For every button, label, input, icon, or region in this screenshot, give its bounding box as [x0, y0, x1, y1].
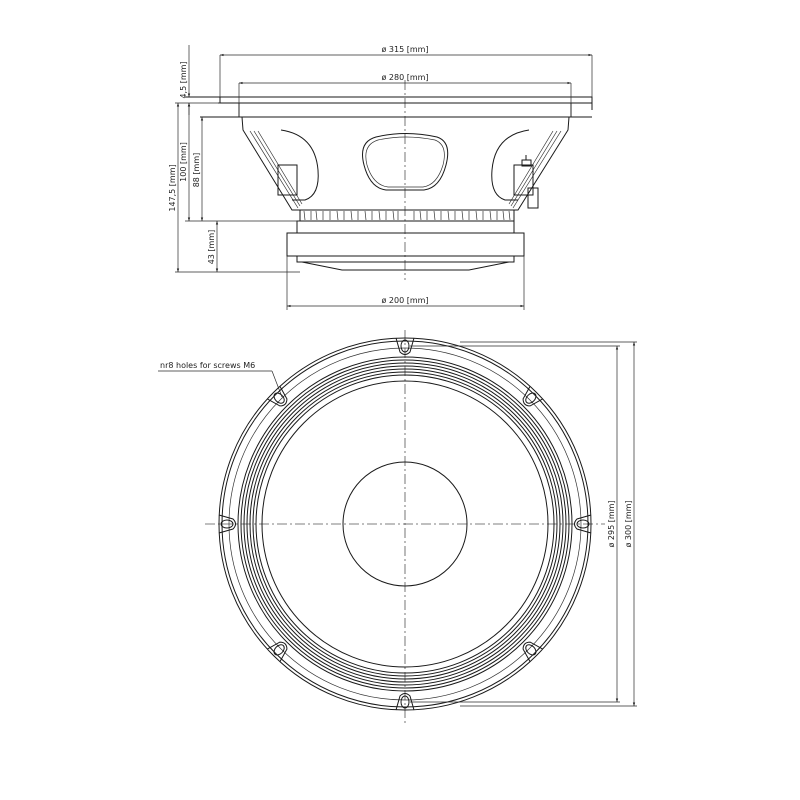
holes-callout: nr8 holes for screws M6 — [158, 361, 283, 398]
mounting-hole-icon — [395, 693, 415, 711]
dimension-magnet-43: 43 [mm] — [207, 221, 219, 272]
dimension-flange-315: ø 315 [mm] — [219, 45, 593, 97]
holes-callout-label: nr8 holes for screws M6 — [160, 361, 255, 370]
flange — [185, 96, 593, 118]
dim-label-300: ø 300 [mm] — [624, 500, 633, 547]
basket — [241, 116, 570, 211]
terminal-icon — [521, 155, 539, 209]
dim-label-295: ø 295 [mm] — [607, 500, 616, 547]
dim-label-88: 88 [mm] — [192, 153, 201, 188]
magnet — [286, 220, 525, 271]
mounting-hole-icon — [574, 514, 592, 534]
dimension-basket-100: 100 [mm] — [179, 103, 300, 222]
dimension-total-depth: 147,5 [mm] — [168, 102, 300, 273]
dim-label-43: 43 [mm] — [207, 230, 216, 265]
cooling-fins — [299, 209, 515, 222]
dimension-magnet-200: ø 200 [mm] — [286, 256, 525, 310]
mounting-hole-icon — [522, 385, 544, 407]
dim-label-280: ø 280 [mm] — [381, 73, 428, 82]
dim-label-200: ø 200 [mm] — [381, 296, 428, 305]
front-view: nr8 holes for screws M6 ø 295 [mm] ø 300… — [158, 330, 637, 725]
dim-label-315: ø 315 [mm] — [381, 45, 428, 54]
mounting-hole-icon — [266, 641, 288, 663]
dim-label-4-5: 4,5 [mm] — [179, 61, 188, 98]
mounting-holes — [218, 337, 592, 711]
frame-rings — [218, 337, 592, 711]
dim-label-147-5: 147,5 [mm] — [168, 164, 177, 211]
dim-label-100: 100 [mm] — [179, 142, 188, 182]
side-view: ø 315 [mm] ø 280 [mm] ø 200 [mm] 4,5 [mm… — [168, 45, 593, 310]
mounting-hole-icon — [218, 514, 236, 534]
mounting-hole-icon — [522, 641, 544, 663]
mounting-hole-icon — [266, 385, 288, 407]
mounting-hole-icon — [395, 337, 415, 355]
dimension-outer-300: ø 300 [mm] — [460, 341, 637, 707]
dimension-flange-thickness: 4,5 [mm] — [179, 45, 191, 115]
dimension-basket-88: 88 [mm] — [192, 117, 204, 221]
dust-cap — [342, 461, 468, 587]
surround-rings — [237, 356, 573, 692]
dimension-bolt-circle-295: ø 295 [mm] — [410, 345, 620, 703]
dimension-basket-280: ø 280 [mm] — [238, 73, 572, 117]
